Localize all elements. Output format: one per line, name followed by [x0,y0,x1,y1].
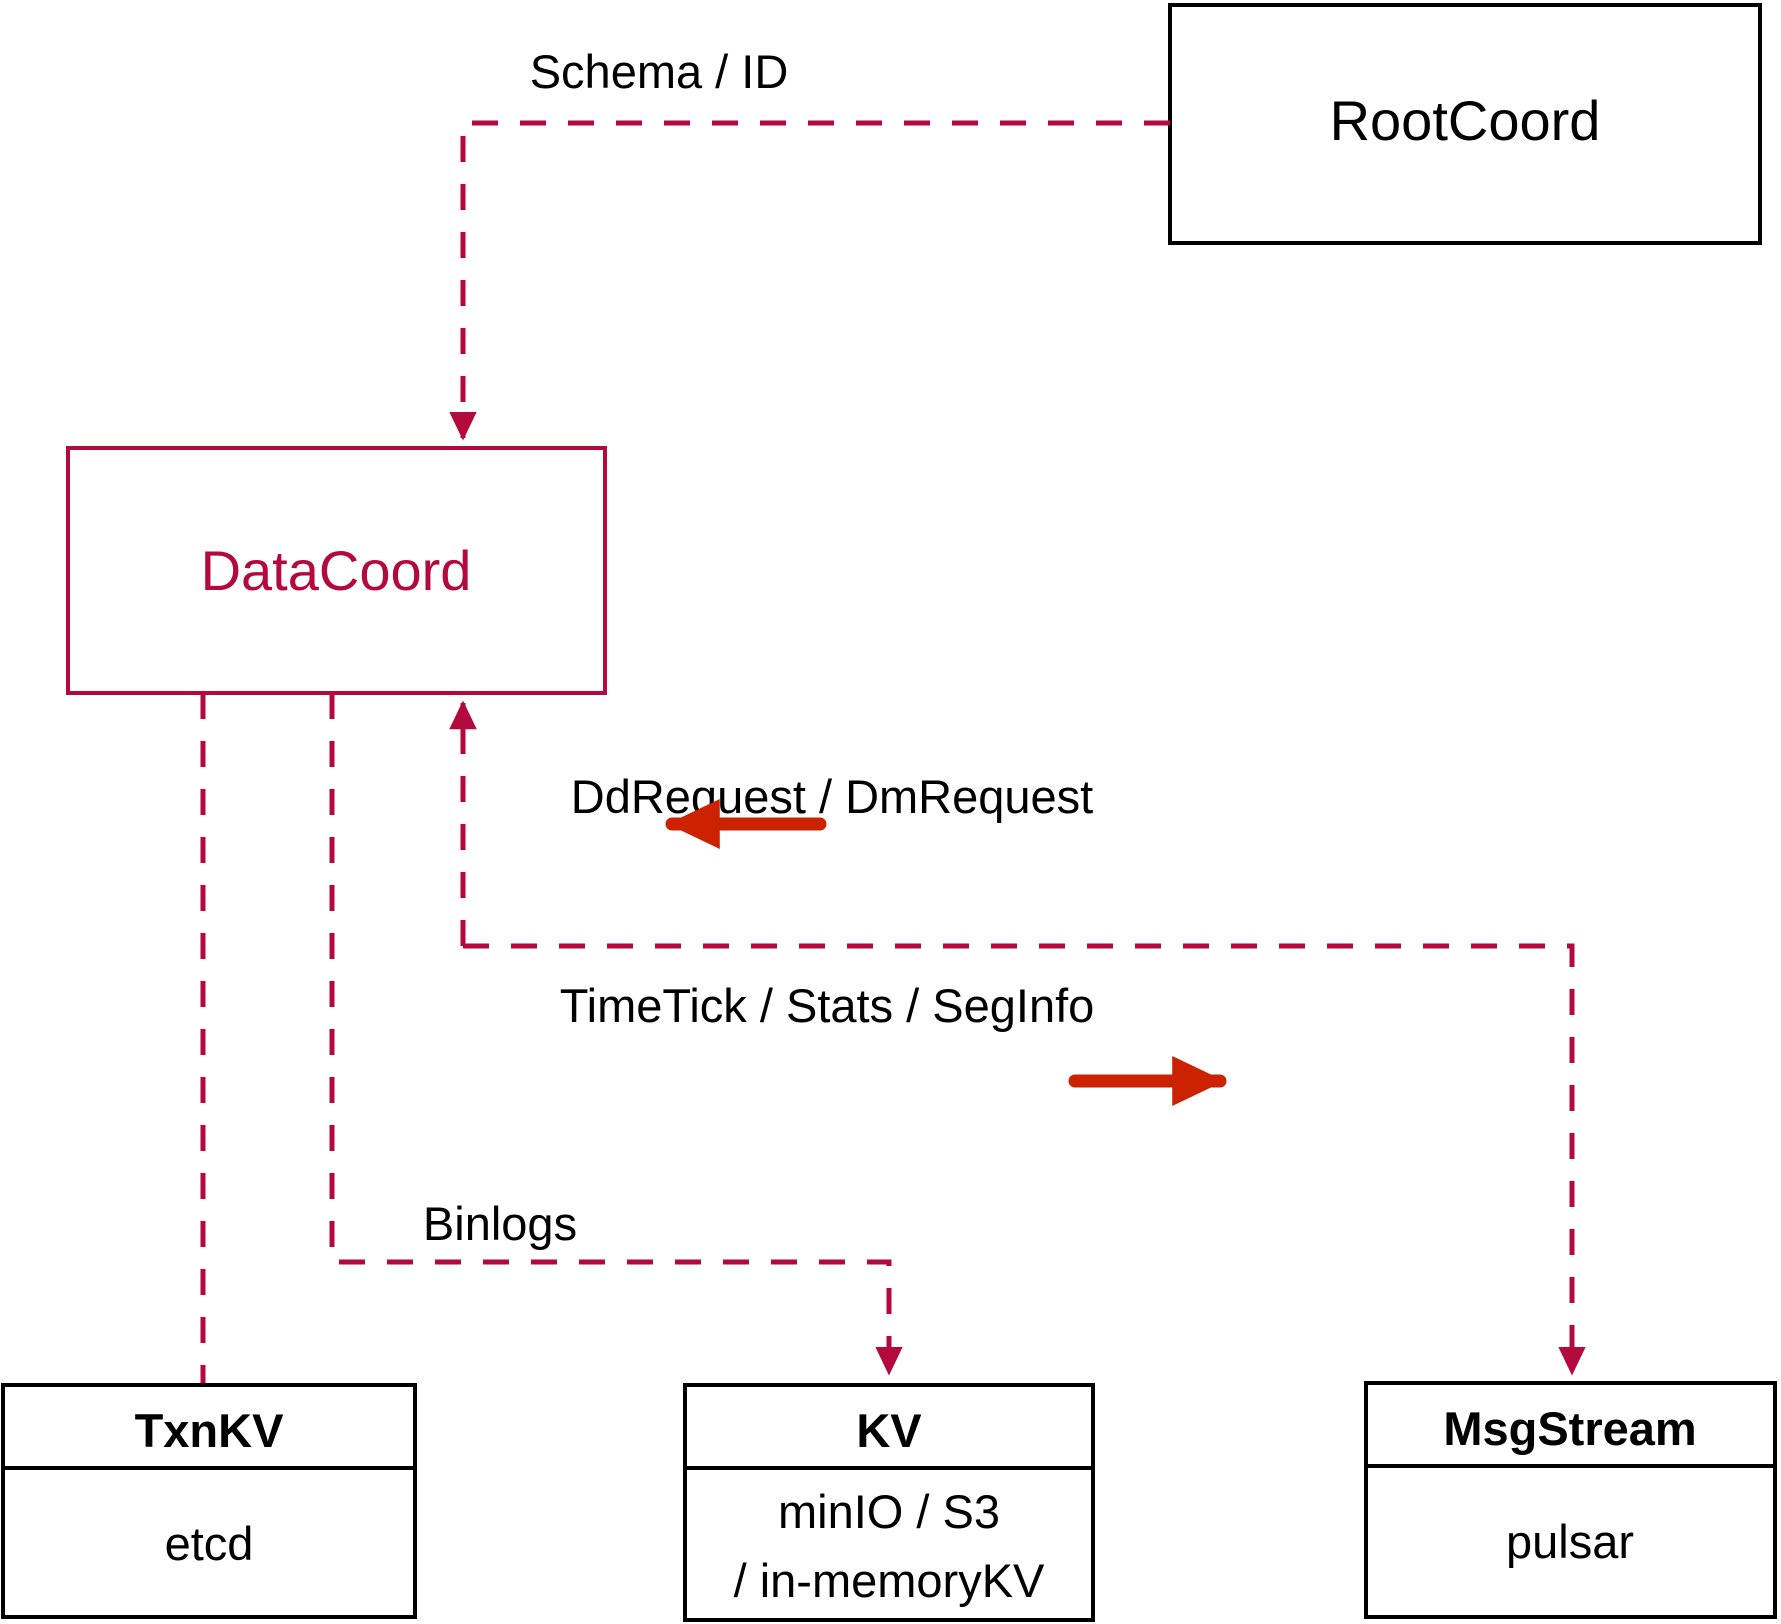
edge-schema-id: Schema / ID [449,45,1170,441]
edge-binlogs: Binlogs [329,693,903,1376]
node-txnkv[interactable]: TxnKV etcd [1,1383,417,1619]
node-rootcoord[interactable]: RootCoord [1168,3,1762,245]
kv-title: KV [856,1404,922,1457]
timetick-stats-seginfo-label: TimeTick / Stats / SegInfo [560,979,1095,1032]
rootcoord-box [1168,3,1762,245]
rootcoord-label: RootCoord [1330,89,1601,152]
binlogs-label: Binlogs [423,1197,577,1250]
kv-subtitle-line1: minIO / S3 [778,1485,1000,1538]
msgstream-subtitle: pulsar [1506,1515,1634,1568]
msgstream-box [1364,1381,1777,1619]
kv-box [683,1383,1095,1622]
txnkv-subtitle: etcd [165,1517,254,1570]
ddrequest-dmrequest-label: DdRequest / DmRequest [571,770,1093,823]
edge-msgstream-bus: DdRequest / DmRequest TimeTick / Stats /… [449,700,1586,1376]
txnkv-box [1,1383,417,1619]
node-msgstream[interactable]: MsgStream pulsar [1364,1381,1777,1619]
node-kv[interactable]: KV minIO / S3 / in-memoryKV [683,1383,1095,1622]
txnkv-title: TxnKV [135,1404,285,1457]
node-datacoord[interactable]: DataCoord [66,446,607,695]
timetick-bus-line [463,943,1586,1376]
schema-id-label: Schema / ID [530,45,789,98]
msgstream-title: MsgStream [1443,1402,1696,1455]
schema-id-line [449,120,1170,441]
datacoord-label: DataCoord [201,539,472,602]
kv-subtitle-line2: / in-memoryKV [734,1554,1045,1607]
datacoord-box [66,446,607,695]
